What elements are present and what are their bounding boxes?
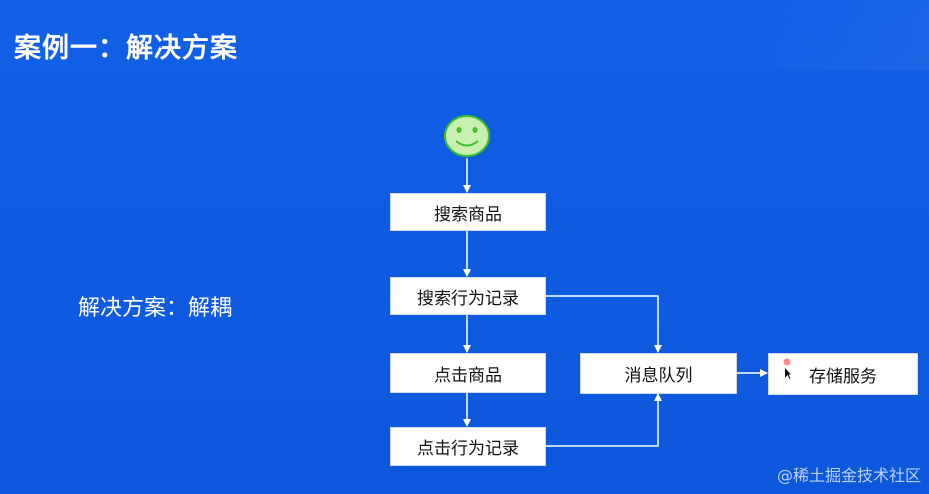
node-label: 点击商品 xyxy=(434,365,502,386)
node-search-log: 搜索行为记录 xyxy=(390,277,546,315)
node-label: 搜索商品 xyxy=(434,204,502,225)
node-message-queue: 消息队列 xyxy=(580,353,737,394)
watermark: @稀土掘金技术社区 xyxy=(776,466,921,485)
solution-label: 解决方案：解耦 xyxy=(78,296,233,321)
node-storage-service: 存储服务 xyxy=(768,353,918,395)
node-label: 存储服务 xyxy=(809,366,877,387)
corner-decoration xyxy=(769,0,929,70)
node-click-product: 点击商品 xyxy=(390,353,546,393)
arrow-clicklog-to-queue xyxy=(546,393,662,447)
node-label: 搜索行为记录 xyxy=(417,288,519,309)
smiley-face-icon xyxy=(444,115,490,157)
node-click-log: 点击行为记录 xyxy=(390,427,546,466)
node-label: 消息队列 xyxy=(624,366,693,386)
pointer-cursor-icon xyxy=(783,358,791,379)
node-search-product: 搜索商品 xyxy=(390,193,546,231)
node-label: 点击行为记录 xyxy=(417,439,519,459)
slide-title: 案例一：解决方案 xyxy=(14,33,238,64)
arrow-searchlog-to-queue xyxy=(546,295,662,353)
